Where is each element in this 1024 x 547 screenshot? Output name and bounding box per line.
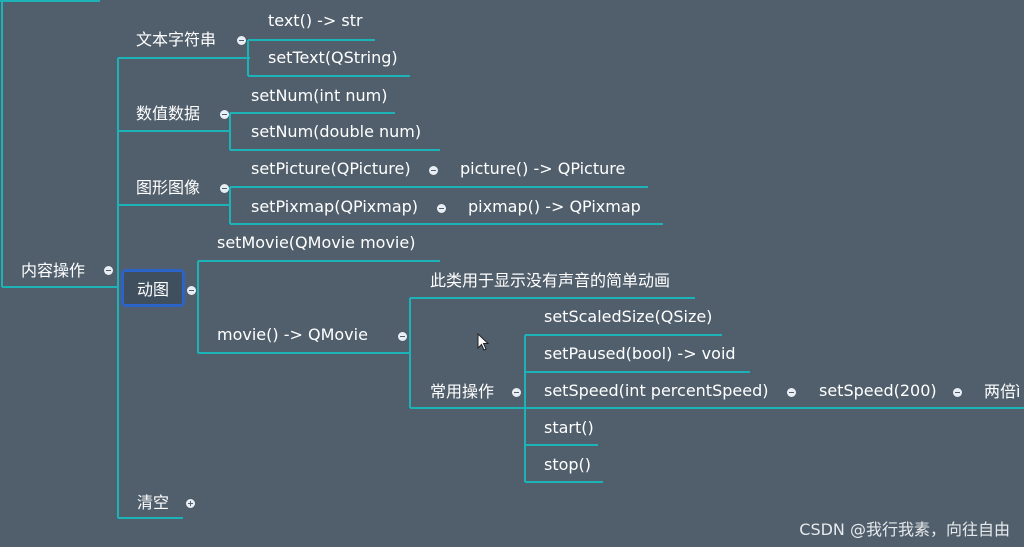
setscaledsize-node[interactable]: setScaledSize(QSize)	[544, 307, 713, 326]
collapse-toggle-icon[interactable]	[187, 286, 196, 295]
collapse-toggle-icon[interactable]	[220, 110, 229, 119]
collapse-toggle-icon[interactable]	[220, 184, 229, 193]
collapse-toggle-icon[interactable]	[953, 388, 962, 397]
collapse-toggle-icon[interactable]	[104, 266, 113, 275]
collapse-toggle-icon[interactable]	[429, 166, 438, 175]
branch-text-label[interactable]: 文本字符串	[136, 30, 217, 49]
branch-number-label[interactable]: 数值数据	[136, 104, 201, 123]
picture-getter-node[interactable]: picture() -> QPicture	[460, 159, 626, 178]
collapse-toggle-icon[interactable]	[512, 388, 521, 397]
mouse-cursor-icon	[477, 333, 490, 351]
setnum-int-node[interactable]: setNum(int num)	[251, 86, 388, 105]
collapse-toggle-icon[interactable]	[437, 204, 446, 213]
watermark-text: CSDN @我行我素，向往自由	[799, 520, 1010, 539]
setnum-double-node[interactable]: setNum(double num)	[251, 122, 422, 141]
setpixmap-node[interactable]: setPixmap(QPixmap)	[251, 197, 419, 216]
start-node[interactable]: start()	[544, 418, 594, 437]
branch-clear-label[interactable]: 清空	[137, 493, 170, 512]
common-ops-label[interactable]: 常用操作	[430, 382, 495, 401]
collapse-toggle-icon[interactable]	[398, 332, 407, 341]
setspeed-example-node[interactable]: setSpeed(200)	[819, 381, 937, 400]
branch-graphics-label[interactable]: 图形图像	[136, 178, 201, 197]
speed-note-node[interactable]: 两倍ì	[984, 382, 1021, 401]
collapse-toggle-icon[interactable]	[787, 388, 796, 397]
selected-node-highlight	[121, 269, 185, 307]
collapse-toggle-icon[interactable]	[237, 36, 246, 45]
setpicture-node[interactable]: setPicture(QPicture)	[251, 159, 411, 178]
text-setter-node[interactable]: setText(QString)	[268, 48, 398, 67]
setmovie-node[interactable]: setMovie(QMovie movie)	[217, 233, 416, 252]
expand-toggle-icon[interactable]	[186, 499, 195, 508]
stop-node[interactable]: stop()	[544, 455, 592, 474]
text-getter-node[interactable]: text() -> str	[268, 11, 363, 30]
pixmap-getter-node[interactable]: pixmap() -> QPixmap	[468, 197, 641, 216]
setspeed-node[interactable]: setSpeed(int percentSpeed)	[544, 381, 769, 400]
branch-animation-label[interactable]: 动图	[137, 280, 170, 299]
setpaused-node[interactable]: setPaused(bool) -> void	[544, 344, 736, 363]
qmovie-note-node[interactable]: 此类用于显示没有声音的简单动画	[430, 271, 671, 290]
root-node-label[interactable]: 内容操作	[21, 261, 86, 280]
movie-getter-node[interactable]: movie() -> QMovie	[217, 325, 368, 344]
